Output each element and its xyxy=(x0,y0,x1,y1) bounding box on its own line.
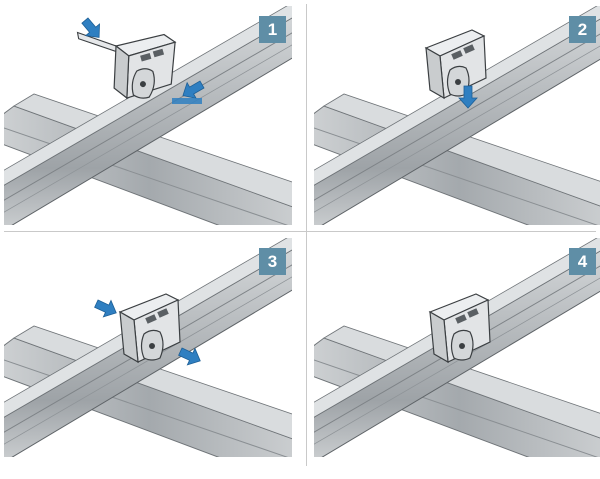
step-panel-4: 4 xyxy=(314,238,600,457)
step-number-badge: 3 xyxy=(259,248,286,275)
blue-arrow-icon xyxy=(92,295,121,322)
step-3-illustration xyxy=(4,238,292,457)
step-number-badge: 4 xyxy=(569,248,596,275)
step-1-illustration xyxy=(4,6,292,225)
step-panel-3: 3 xyxy=(4,238,292,457)
step-panel-2: 2 xyxy=(314,6,600,225)
step-number-badge: 1 xyxy=(259,16,286,43)
step-4-illustration xyxy=(314,238,600,457)
step-number-badge: 2 xyxy=(569,16,596,43)
horizontal-divider xyxy=(4,231,596,232)
step-panel-1: 1 xyxy=(4,6,292,225)
vertical-divider xyxy=(306,4,307,466)
step-2-illustration xyxy=(314,6,600,225)
